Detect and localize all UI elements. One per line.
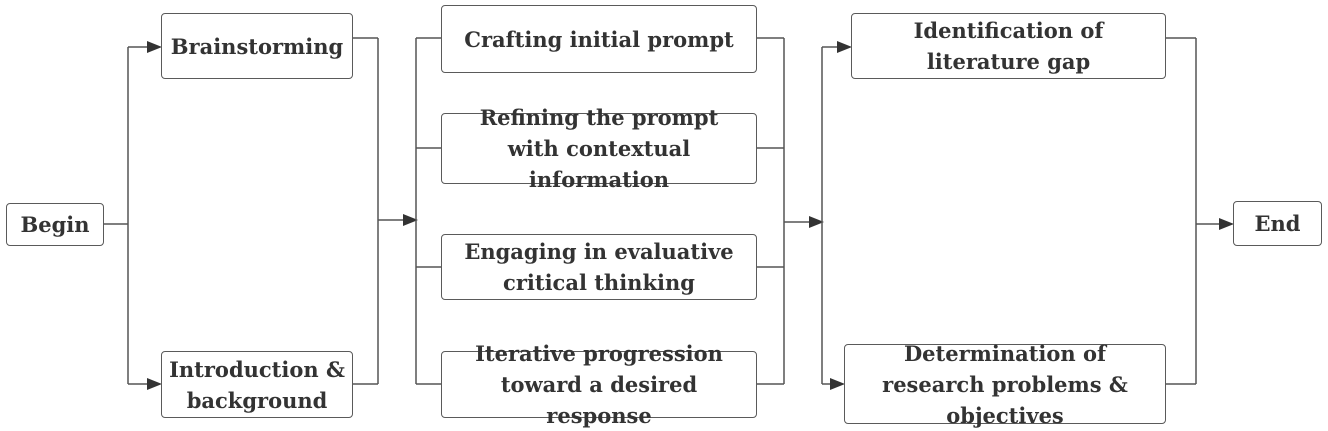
- end-node: End: [1233, 201, 1322, 246]
- begin-node: Begin: [6, 203, 104, 246]
- refining-prompt-node: Refining the prompt with contextual info…: [441, 105, 757, 192]
- begin-label: Begin: [20, 212, 90, 237]
- brainstorming-node: Brainstorming: [161, 13, 353, 79]
- determination-research-problems-label: Determination of research problems & obj…: [882, 340, 1128, 428]
- engaging-critical-thinking-label: Engaging in evaluative critical thinking: [464, 239, 734, 295]
- identification-literature-gap-node: Identification of literature gap: [851, 13, 1166, 79]
- determination-research-problems-node: Determination of research problems & obj…: [844, 341, 1166, 428]
- engaging-critical-thinking-node: Engaging in evaluative critical thinking: [441, 234, 757, 300]
- introduction-background-label: Introduction & background: [169, 356, 345, 413]
- iterative-progression-label: Iterative progression toward a desired r…: [475, 341, 723, 428]
- end-label: End: [1254, 211, 1301, 236]
- identification-literature-gap-label: Identification of literature gap: [913, 18, 1104, 74]
- iterative-progression-node: Iterative progression toward a desired r…: [441, 341, 757, 428]
- crafting-initial-prompt-label: Crafting initial prompt: [464, 26, 734, 52]
- introduction-background-node: Introduction & background: [161, 351, 353, 418]
- brainstorming-label: Brainstorming: [170, 33, 344, 59]
- refining-prompt-label: Refining the prompt with contextual info…: [479, 105, 719, 192]
- crafting-initial-prompt-node: Crafting initial prompt: [441, 5, 757, 73]
